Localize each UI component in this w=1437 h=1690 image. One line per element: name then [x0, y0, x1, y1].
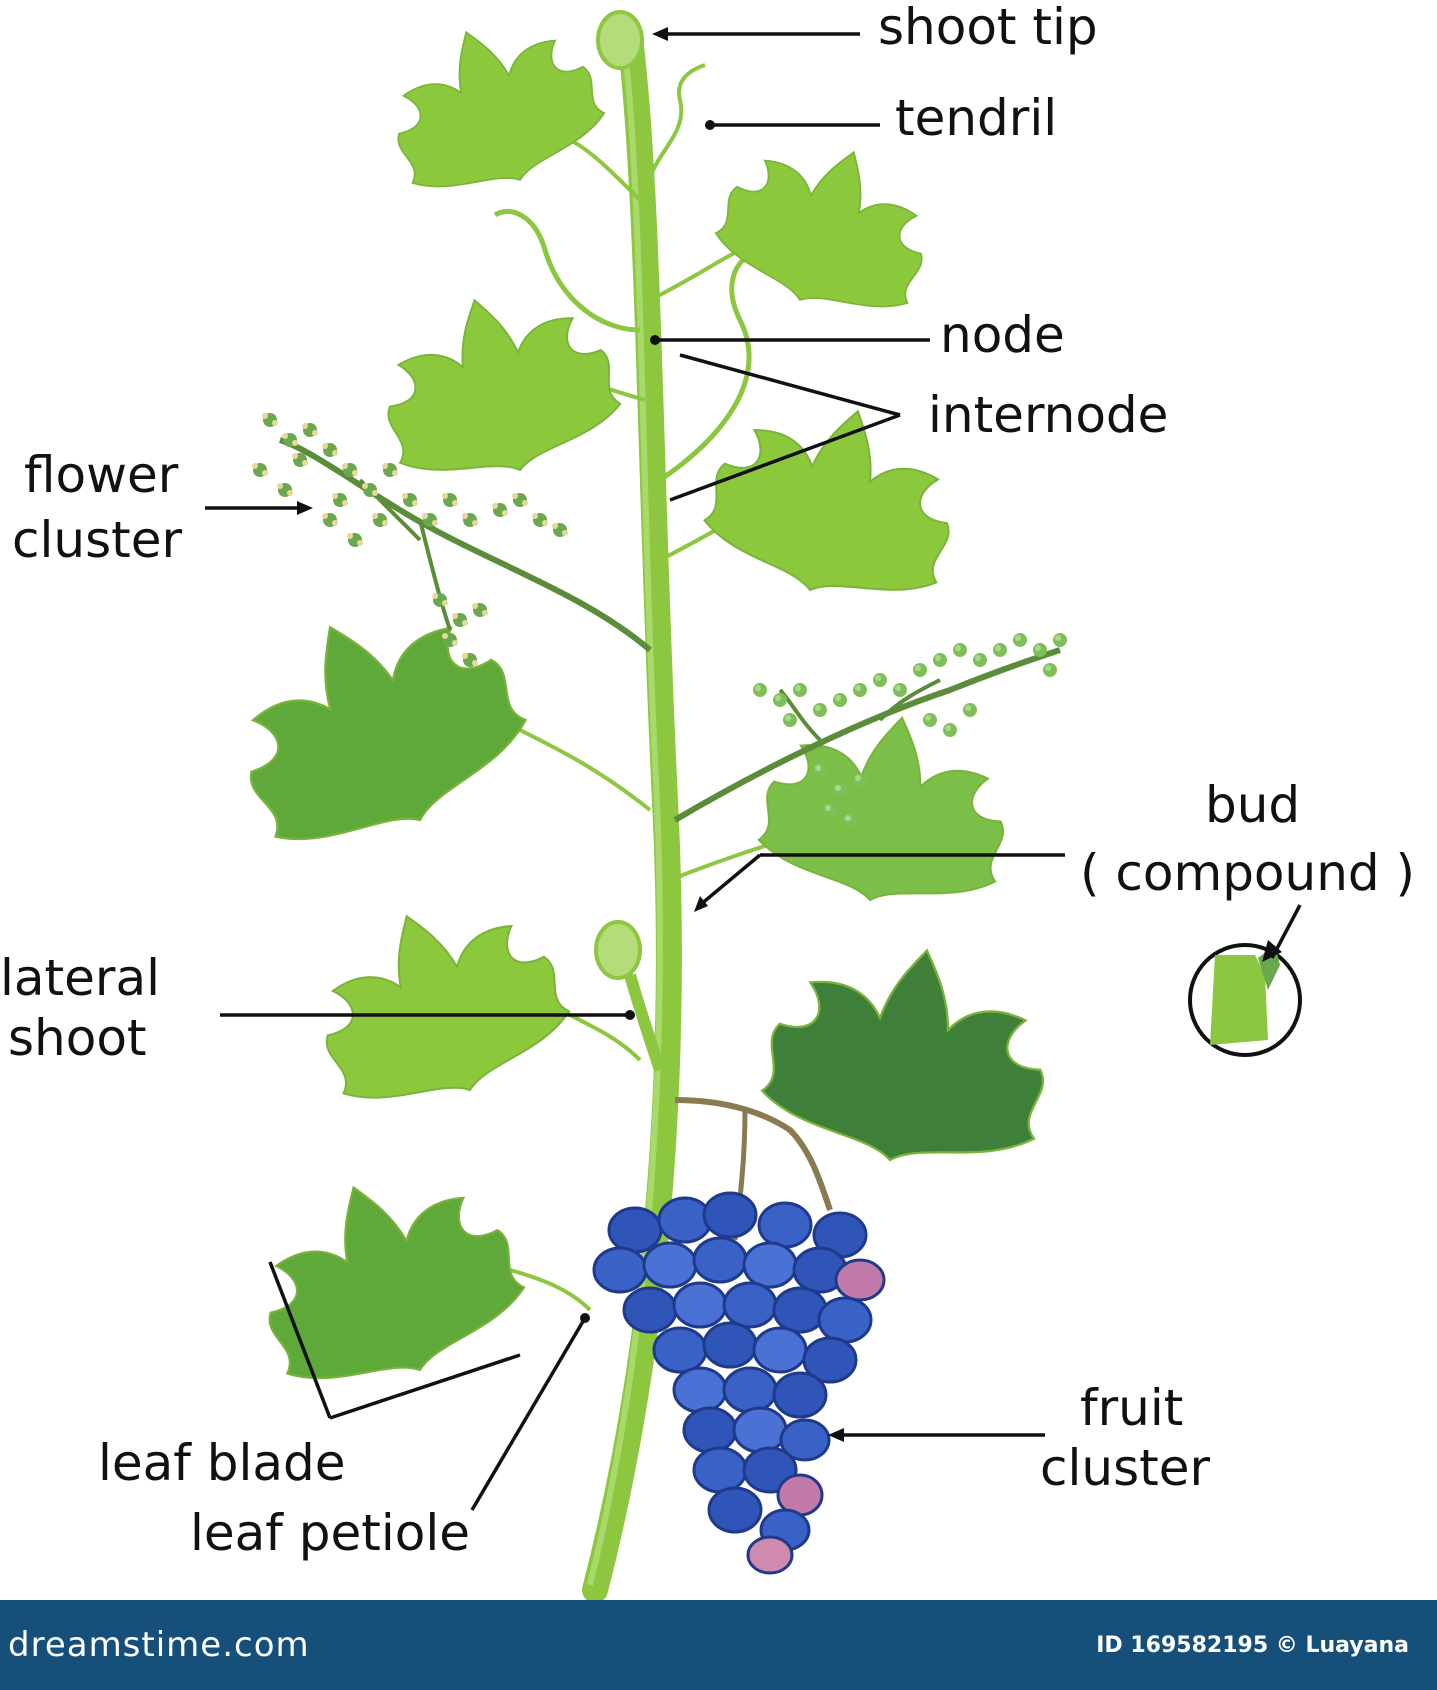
leaf-blade [363, 269, 632, 501]
leaf-petiole [569, 138, 642, 202]
label-node: node [940, 306, 1065, 364]
leaf-petiole [509, 1268, 592, 1312]
lateral-shoot-stem [624, 973, 666, 1072]
footer-credit: ID 169582195 © Luayana [1096, 1632, 1409, 1658]
tendril-curl [493, 208, 641, 333]
leaf-petiole [519, 728, 652, 812]
label-flower-cluster-line1: flower [24, 446, 179, 504]
label-lateral-shoot-line2: shoot [8, 1009, 147, 1067]
grapevine-diagram: shoot tip tendril node internode flower … [0, 0, 1415, 1600]
fruit-cluster [592, 1191, 886, 1575]
label-bud-line1: bud [1205, 776, 1300, 834]
tendril-curl [646, 63, 706, 201]
label-fruit-cluster-line1: fruit [1080, 1379, 1183, 1437]
label-tendril: tendril [895, 89, 1057, 147]
leaf-blade [369, 0, 617, 216]
leaf-petiole [649, 248, 741, 302]
label-internode: internode [928, 386, 1168, 444]
leaf-blade [703, 116, 951, 336]
lateral-shoot-bud [594, 920, 642, 980]
flower-cluster-right [673, 633, 1067, 827]
label-leaf-blade: leaf blade [98, 1434, 346, 1492]
tendril-curl [658, 247, 761, 483]
leaf-blade [234, 1143, 540, 1415]
footer-brand: dreamstime.com [8, 1625, 310, 1665]
label-bud-line2: ( compound ) [1080, 844, 1415, 902]
shoot-tip-bud [596, 10, 644, 70]
label-lateral-shoot-line1: lateral [0, 949, 160, 1007]
label-flower-cluster-line2: cluster [12, 511, 182, 569]
label-shoot-tip: shoot tip [878, 0, 1098, 56]
leaf-blade [292, 874, 584, 1133]
flower-cluster-upper [252, 413, 652, 667]
watermark-footer: dreamstime.com ID 169582195 © Luayana [0, 1600, 1437, 1690]
fruit-cluster-stalk [674, 1097, 833, 1211]
leaf-blade [750, 695, 1022, 922]
label-fruit-cluster-line2: cluster [1040, 1439, 1210, 1497]
label-leaf-petiole: leaf petiole [190, 1504, 470, 1562]
leaf-blade [203, 567, 547, 880]
label-pointers [205, 27, 1065, 1511]
bud-inset [1188, 904, 1302, 1057]
